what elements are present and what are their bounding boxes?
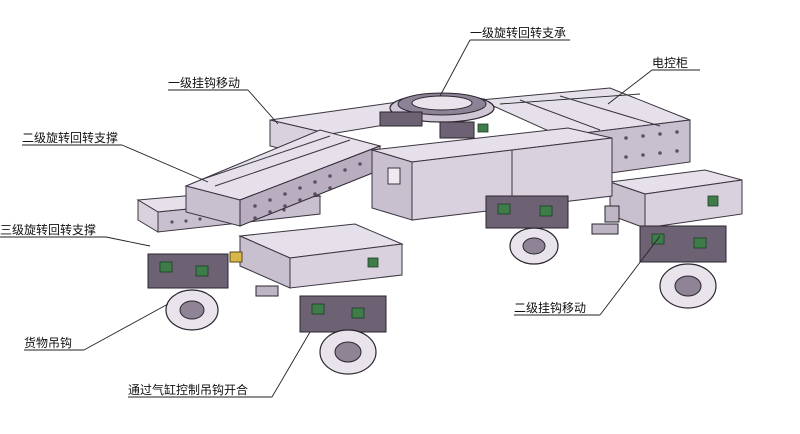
label-cylinder-control: 通过气缸控制吊钩开合	[128, 382, 248, 397]
hook-assembly-right	[639, 225, 727, 309]
hook-assembly-front	[299, 295, 387, 375]
label-slewing-support-3: 三级旋转回转支撑	[0, 222, 96, 237]
cylinder-marker	[229, 251, 243, 263]
hook-assembly-rear	[485, 195, 569, 265]
label-control-cabinet: 电控柜	[652, 56, 688, 70]
label-slewing-bearing-1: 一级旋转回转支承	[470, 25, 566, 40]
leader-lines	[0, 39, 700, 398]
hook-assembly-left	[147, 253, 229, 331]
label-hook-move-2: 二级挂钩移动	[514, 301, 586, 315]
front-left-drawer-box	[238, 223, 404, 297]
label-cargo-hook: 货物吊钩	[24, 335, 72, 350]
slewing-bearing	[379, 92, 495, 139]
right-arm	[591, 169, 743, 235]
label-hook-move-1: 一级挂钩移动	[168, 76, 240, 90]
middle-lattice-beam	[184, 129, 382, 227]
label-slewing-support-2: 二级旋转回转支撑	[22, 130, 118, 145]
